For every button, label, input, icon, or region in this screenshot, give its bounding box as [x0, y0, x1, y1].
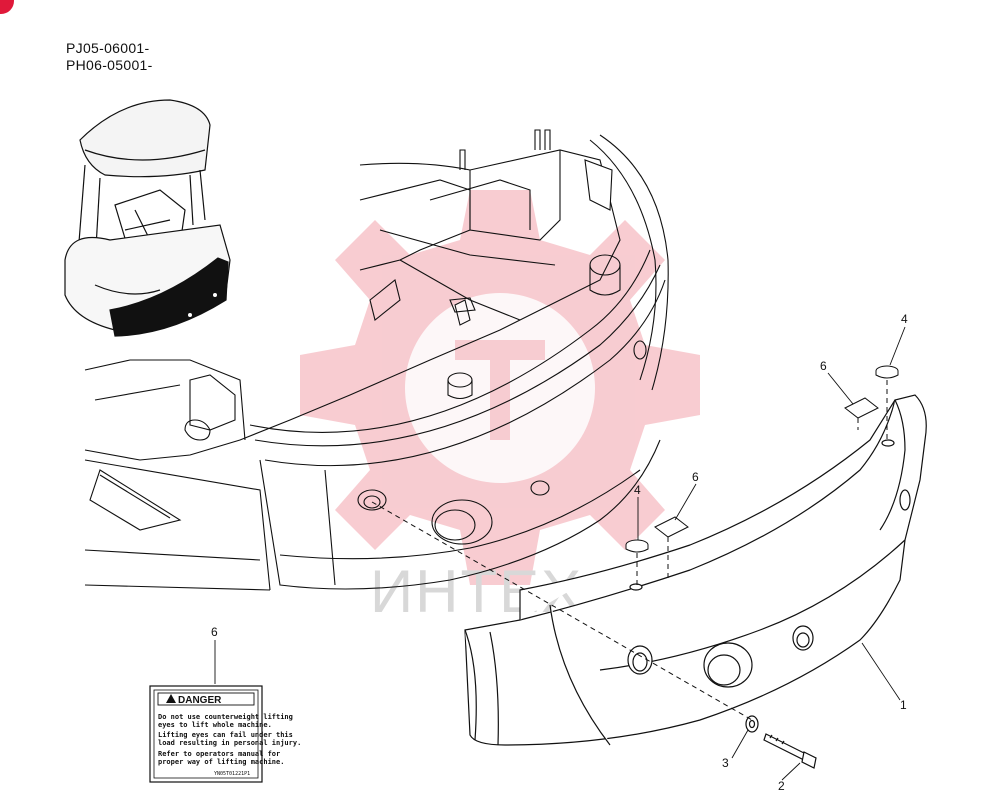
callout-6-label: 6	[211, 625, 218, 639]
callout-3: 3	[722, 756, 729, 770]
assembly-lines	[371, 380, 888, 721]
serial-range-1: PJ05-06001-	[66, 40, 150, 56]
callout-2: 2	[778, 779, 785, 793]
danger-label-header: DANGER	[178, 695, 222, 706]
warning-triangle-icon	[166, 694, 176, 703]
callout-1: 1	[900, 698, 907, 712]
danger-label-line-1: Do not use counterweight lifting	[158, 713, 293, 721]
danger-label-line-4: load resulting in personal injury.	[158, 739, 301, 747]
danger-label-line-5: Refer to operators manual for	[158, 750, 280, 758]
label-decal-mid	[654, 516, 689, 538]
callout-4-top: 4	[901, 312, 908, 326]
cap-top	[875, 365, 899, 379]
danger-label-line-6: proper way of lifting machine.	[158, 758, 284, 766]
callout-6-mid: 6	[692, 470, 699, 484]
danger-label-part-code: YN05T01221P1	[214, 771, 250, 777]
washer	[745, 715, 759, 733]
serial-range-2: PH06-05001-	[66, 57, 153, 73]
label-decal-right	[844, 397, 879, 419]
danger-label: DANGER Do not use counterweight lifting …	[149, 685, 301, 783]
callout-4-mid: 4	[634, 483, 641, 497]
counterweight	[464, 394, 927, 746]
callout-6-right: 6	[820, 359, 827, 373]
cap-mid	[625, 539, 649, 553]
bolt	[763, 733, 817, 769]
machine-inset	[64, 99, 231, 337]
danger-label-line-2: eyes to lift whole machine.	[158, 721, 272, 729]
leader-lines	[214, 326, 906, 781]
upper-frame	[84, 129, 669, 591]
danger-label-line-3: Lifting eyes can fail under this	[158, 731, 293, 739]
